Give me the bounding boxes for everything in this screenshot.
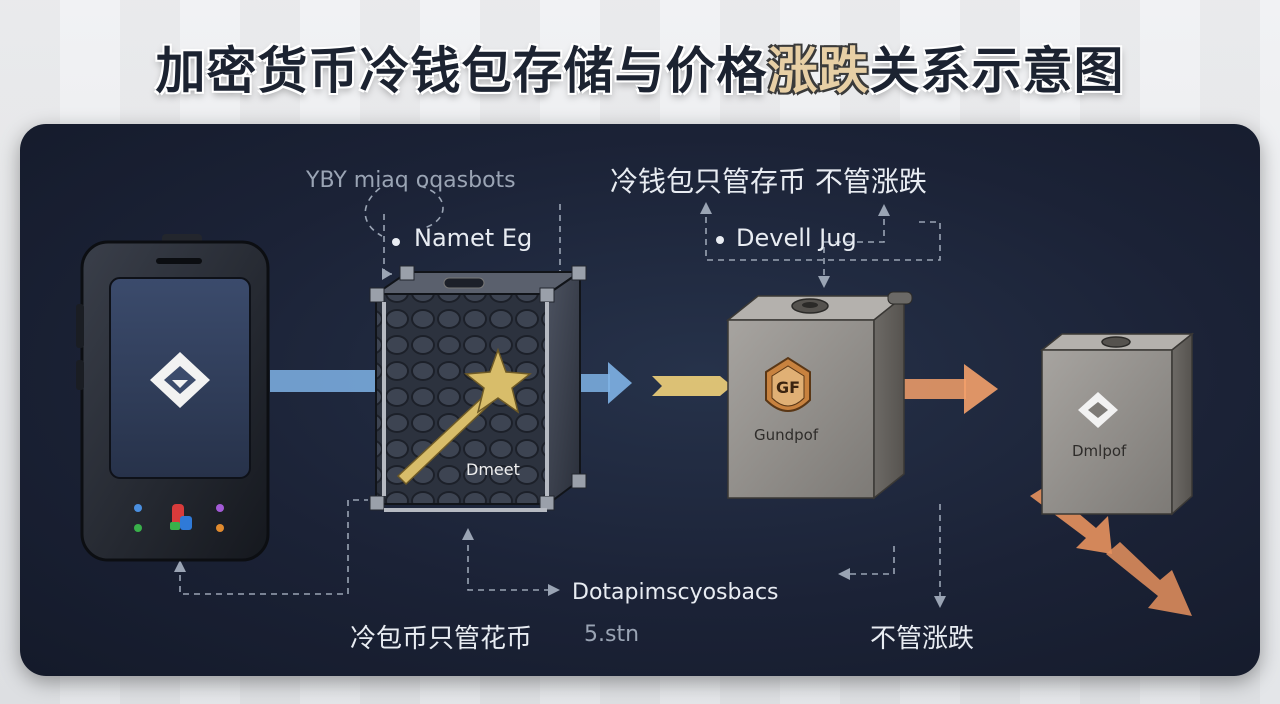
main-safe xyxy=(725,291,913,500)
label-safe: Gundpof xyxy=(754,426,819,444)
title-part-2: 关系示意图 xyxy=(869,42,1125,100)
phone-wallet xyxy=(76,234,270,562)
label-bottom-left: 冷包币只管花币 xyxy=(350,624,533,654)
page-title: 加密货币冷钱包存储与价格涨跌关系示意图 xyxy=(90,22,1190,112)
dashed-arrowheads xyxy=(174,202,946,608)
label-small-box: Dmlpof xyxy=(1072,442,1127,460)
quilted-vault xyxy=(369,265,587,512)
bullet-devell xyxy=(716,236,724,244)
diagram-panel: YBY miaq oqasbots Namet Eg 冷钱包只管存币 不管涨跌 … xyxy=(20,124,1260,676)
diagram-canvas xyxy=(76,185,1195,616)
arrow-safe-to-box xyxy=(900,364,998,414)
label-devell: Devell Jug xyxy=(736,224,857,252)
label-cold-wallet-top: 冷钱包只管存币 不管涨跌 xyxy=(610,165,927,198)
bullet-namet xyxy=(392,238,400,246)
label-namet: Namet Eg xyxy=(414,224,533,252)
arrow-phone-to-vault xyxy=(270,370,378,392)
label-bottom-right: 不管涨跌 xyxy=(870,624,975,654)
coin-logo-icon xyxy=(150,352,210,408)
title-part-1: 加密货币冷钱包存储与价格 xyxy=(155,42,768,100)
label-vault: Dmeet xyxy=(466,460,520,479)
small-safe xyxy=(1039,332,1195,516)
label-safe-logo: GF xyxy=(776,378,801,397)
coin-logo-small-icon xyxy=(1078,392,1118,428)
label-bottom-mid: Dotapimscyosbacs xyxy=(572,580,779,605)
title-highlight: 涨跌 xyxy=(767,42,870,100)
label-bottom-left-small: 5.stn xyxy=(584,622,640,647)
shield-icon xyxy=(765,356,811,412)
label-top-left: YBY miaq oqasbots xyxy=(306,168,516,193)
arrow-yellow-into-safe xyxy=(652,376,732,396)
star-wand-icon xyxy=(396,347,532,486)
